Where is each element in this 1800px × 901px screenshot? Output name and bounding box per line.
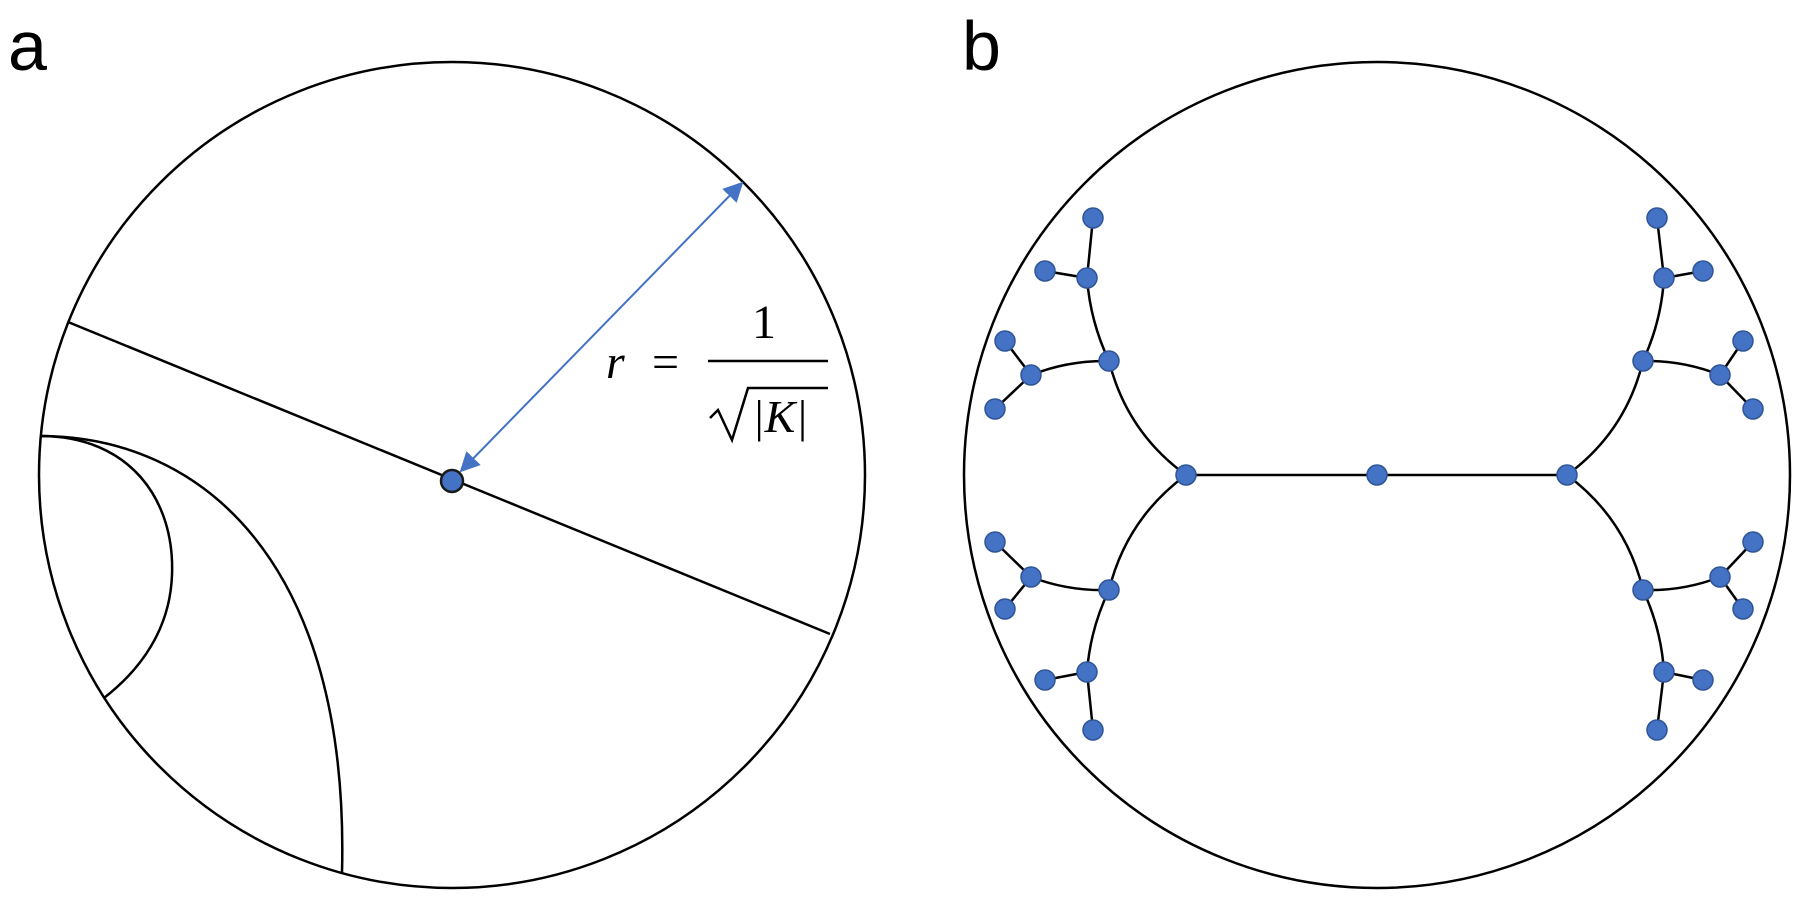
tree-edge (1030, 359, 1110, 377)
tree-node (994, 330, 1016, 352)
tree-node (1020, 364, 1042, 386)
tree-node (1366, 464, 1388, 486)
tree-node (1034, 669, 1056, 691)
tree-node (1653, 267, 1675, 289)
tree-node (1709, 566, 1731, 588)
tree-node (1692, 669, 1714, 691)
tree-node (1076, 661, 1098, 683)
tree-edge (1085, 589, 1111, 673)
tree-edge (1642, 575, 1721, 592)
tree-node (1076, 267, 1098, 289)
tree-edge (1566, 360, 1645, 477)
center-point (439, 468, 465, 494)
panel-a: r = 1 |K| (37, 60, 867, 890)
poincare-disk-boundary (37, 60, 867, 890)
formula-denominator: |K| (752, 391, 808, 442)
tree-node (1742, 398, 1764, 420)
formula-lhs: r (606, 336, 625, 389)
tree-node (984, 531, 1006, 553)
tree-node (1632, 350, 1654, 372)
tree-node (994, 598, 1016, 620)
tree-nodes (984, 207, 1764, 741)
tree-node (1646, 207, 1668, 229)
tree-edge (1107, 360, 1187, 477)
formula-equals: = (652, 336, 679, 389)
panel-label-a: a (8, 7, 47, 85)
tree-node (1556, 464, 1578, 486)
tree-node (1732, 598, 1754, 620)
formula-numerator: 1 (752, 296, 776, 349)
radius-formula: r = 1 |K| (606, 296, 828, 444)
tree-node (1732, 330, 1754, 352)
tree-node (1175, 464, 1197, 486)
tree-node (1098, 579, 1120, 601)
panel-b (962, 60, 1792, 890)
poincare-disk-boundary-b (962, 60, 1792, 890)
tree-node (1709, 364, 1731, 386)
tree-edge (1030, 575, 1110, 592)
tree-node (1692, 260, 1714, 282)
tree-edge (1641, 589, 1666, 673)
tree-node (984, 398, 1006, 420)
geodesic-arc-small (39, 434, 174, 699)
tree-node (1653, 661, 1675, 683)
tree-edge (1641, 277, 1666, 362)
tree-edge (1566, 473, 1645, 591)
tree-node (1646, 719, 1668, 741)
tree-node (1082, 719, 1104, 741)
geodesic-arc-large (39, 434, 344, 874)
tree-node (1098, 350, 1120, 372)
tree-edge (1642, 359, 1721, 377)
tree-node (1020, 566, 1042, 588)
tree-node (1742, 531, 1764, 553)
radius-arrow (459, 181, 744, 473)
tree-node (1082, 207, 1104, 229)
tree-node (1632, 579, 1654, 601)
tree-edge (1107, 473, 1187, 591)
panel-label-b: b (962, 7, 1001, 85)
tree-edge (1085, 277, 1111, 362)
tree-node (1034, 260, 1056, 282)
sqrt-radical (709, 386, 828, 444)
